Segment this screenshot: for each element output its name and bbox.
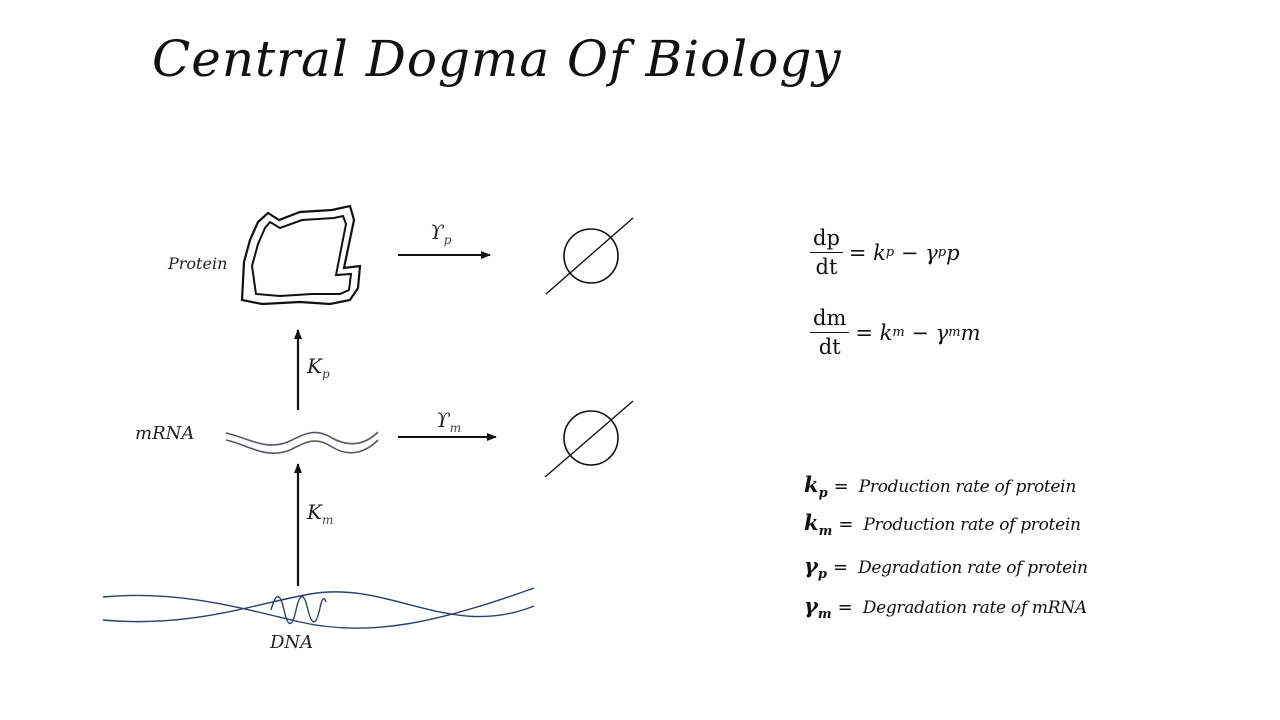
- protein-label: Protein: [168, 254, 228, 273]
- protein-blob-icon: [240, 204, 362, 306]
- definition-gamma-p: γp = Degradation rate of protein: [804, 553, 1088, 583]
- definition-text: Production rate of protein: [863, 515, 1081, 535]
- mrna-strand: [225, 431, 379, 455]
- definition-text: Degradation rate of protein: [858, 558, 1088, 578]
- slide-title: Central Dogma Of Biology: [152, 30, 842, 88]
- dna-helix: [102, 587, 535, 629]
- gamma-p-rate-label: ϒp: [430, 220, 452, 247]
- derivative-fraction: dm dt: [810, 306, 850, 359]
- k-p-rate-label: Kp: [307, 354, 330, 381]
- gamma-m-rate-label: ϒm: [436, 408, 462, 435]
- definition-k-p: kp = Production rate of protein: [804, 472, 1077, 502]
- definition-k-m: km = Production rate of protein: [804, 510, 1081, 540]
- null-set-icon: [545, 217, 634, 295]
- mrna-label: mRNA: [135, 423, 195, 444]
- definition-text: Production rate of protein: [858, 477, 1077, 497]
- definition-gamma-m: γm = Degradation rate of mRNA: [804, 593, 1087, 623]
- null-set-icon: [544, 400, 634, 478]
- k-m-rate-label: Km: [307, 500, 334, 527]
- definition-text: Degradation rate of mRNA: [862, 598, 1087, 618]
- derivative-fraction: dp dt: [810, 226, 843, 279]
- dna-label: DNA: [270, 632, 314, 653]
